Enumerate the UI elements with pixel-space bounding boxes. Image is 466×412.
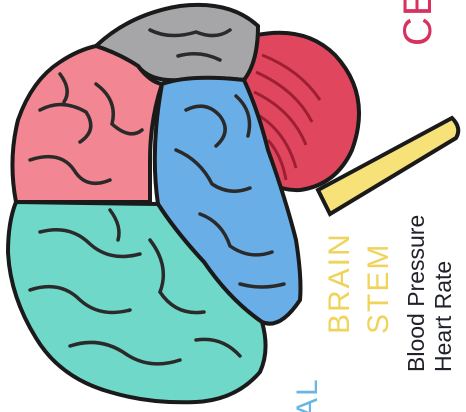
brain-stem-function-blood-pressure: Blood Pressure (405, 215, 428, 372)
brain-stem-label-line2: STEM (364, 243, 394, 334)
temporal-lobe (12, 46, 162, 202)
brain-stem-function-heart-rate: Heart Rate (432, 261, 455, 372)
cerebellum-label: CEI (398, 0, 438, 46)
lobe-label-partial: AL (293, 377, 323, 412)
brain-stem-label-line1: BRAIN (325, 232, 355, 334)
